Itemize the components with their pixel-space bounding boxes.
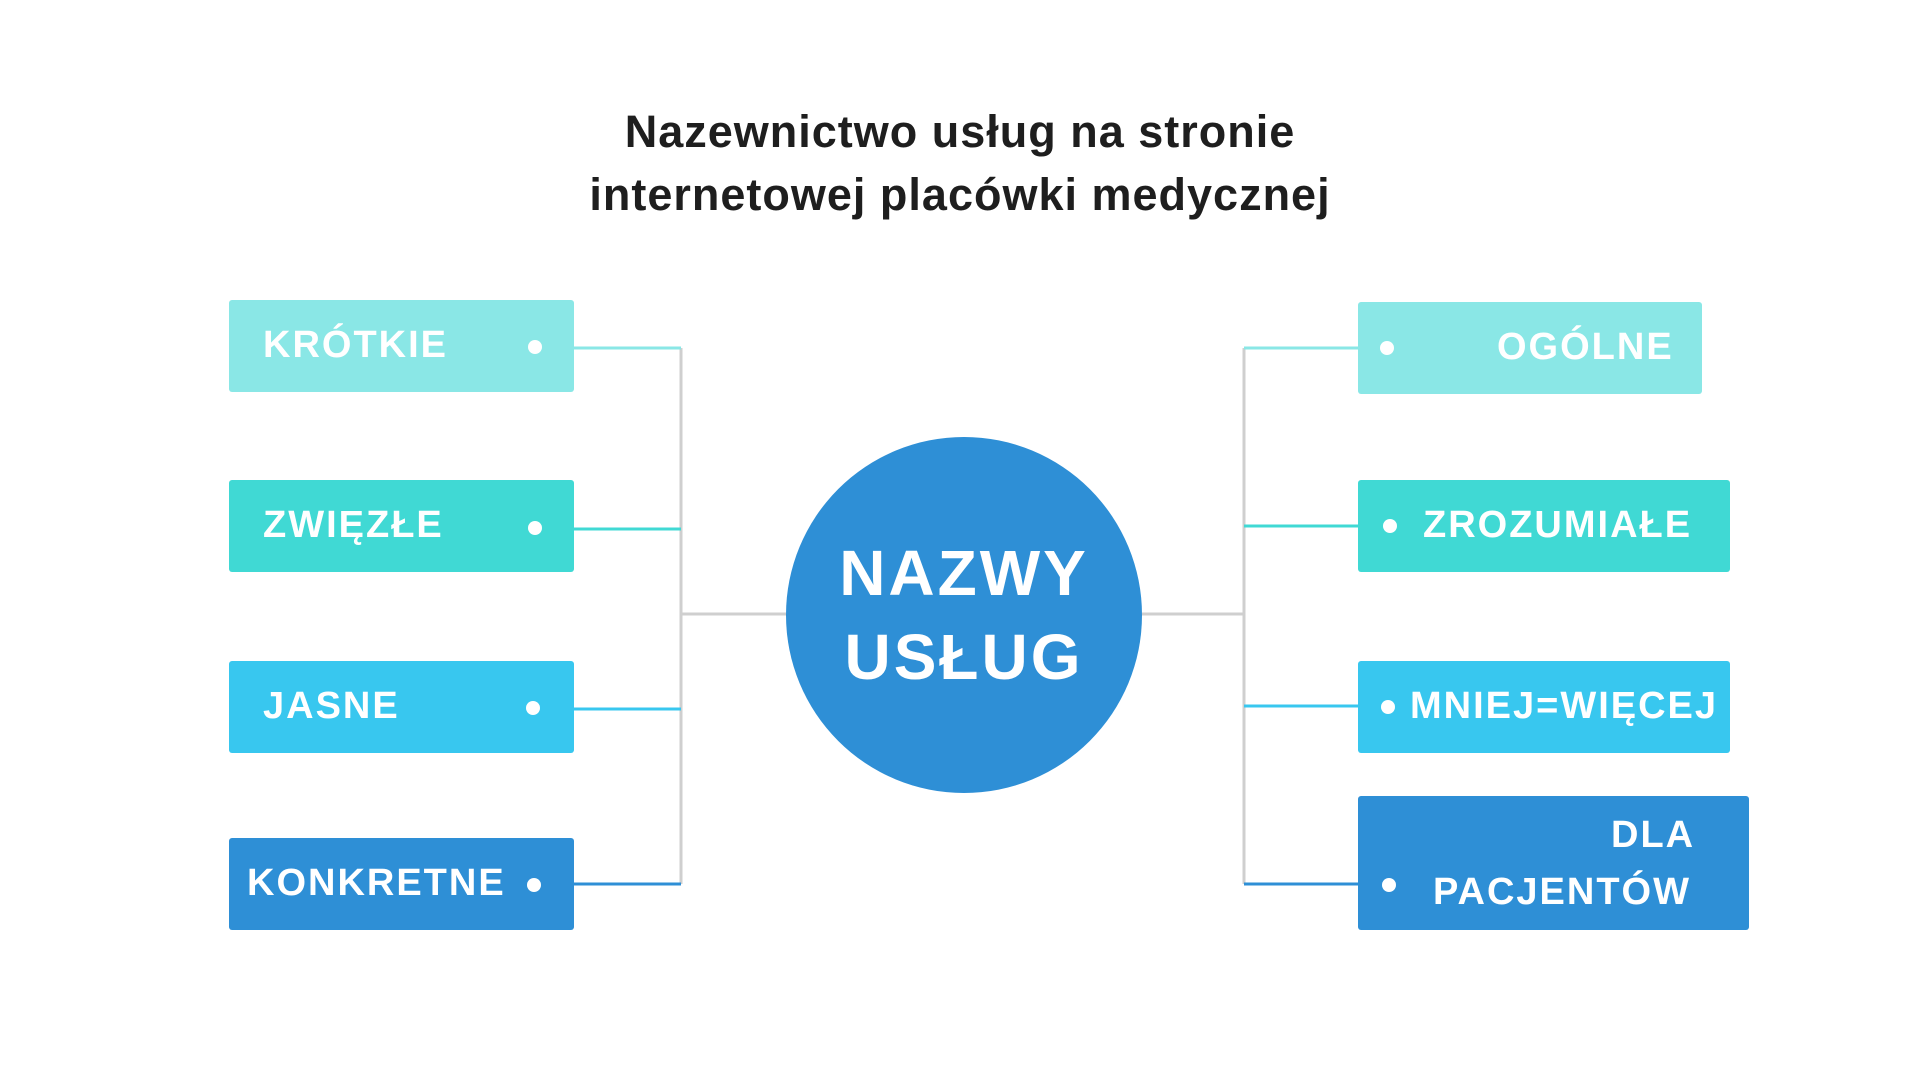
right-item-label: ZROZUMIAŁE: [1423, 504, 1693, 546]
left-item-label: ZWIĘZŁE: [263, 504, 444, 546]
diagram-title: Nazewnictwo usług na stronie internetowe…: [0, 100, 1920, 226]
center-line-1: NAZWY: [839, 537, 1089, 609]
left-item-label: JASNE: [263, 685, 400, 727]
right-item-label-line-1: DLA: [1611, 814, 1696, 856]
left-item-jasne: JASNE: [229, 661, 574, 753]
left-item-label: KRÓTKIE: [263, 324, 448, 366]
left-item-krotkie: KRÓTKIE: [229, 300, 574, 392]
center-line-2: USŁUG: [844, 621, 1084, 693]
center-node: NAZWY USŁUG: [786, 437, 1142, 793]
left-item-konkretne: KONKRETNE: [229, 838, 574, 930]
left-item-label: KONKRETNE: [247, 862, 506, 904]
bullet-dot-icon: [526, 701, 540, 715]
right-item-label: MNIEJ=WIĘCEJ: [1410, 685, 1719, 727]
title-line-1: Nazewnictwo usług na stronie: [624, 106, 1296, 157]
bullet-dot-icon: [1382, 878, 1396, 892]
bullet-dot-icon: [528, 521, 542, 535]
bullet-dot-icon: [1380, 341, 1394, 355]
right-item-zrozumiale: ZROZUMIAŁE: [1358, 480, 1730, 572]
bullet-dot-icon: [1383, 519, 1397, 533]
right-item-label: OGÓLNE: [1497, 326, 1674, 368]
right-item-label-line-2: PACJENTÓW: [1433, 871, 1691, 913]
right-item-ogolne: OGÓLNE: [1358, 302, 1702, 394]
title-line-2: internetowej placówki medycznej: [589, 169, 1331, 220]
right-item-dla-pacjentow: DLA PACJENTÓW: [1358, 796, 1749, 930]
left-item-zwiezle: ZWIĘZŁE: [229, 480, 574, 572]
right-item-mniej-wiecej: MNIEJ=WIĘCEJ: [1358, 661, 1730, 753]
bullet-dot-icon: [1381, 700, 1395, 714]
bullet-dot-icon: [528, 340, 542, 354]
bullet-dot-icon: [527, 878, 541, 892]
